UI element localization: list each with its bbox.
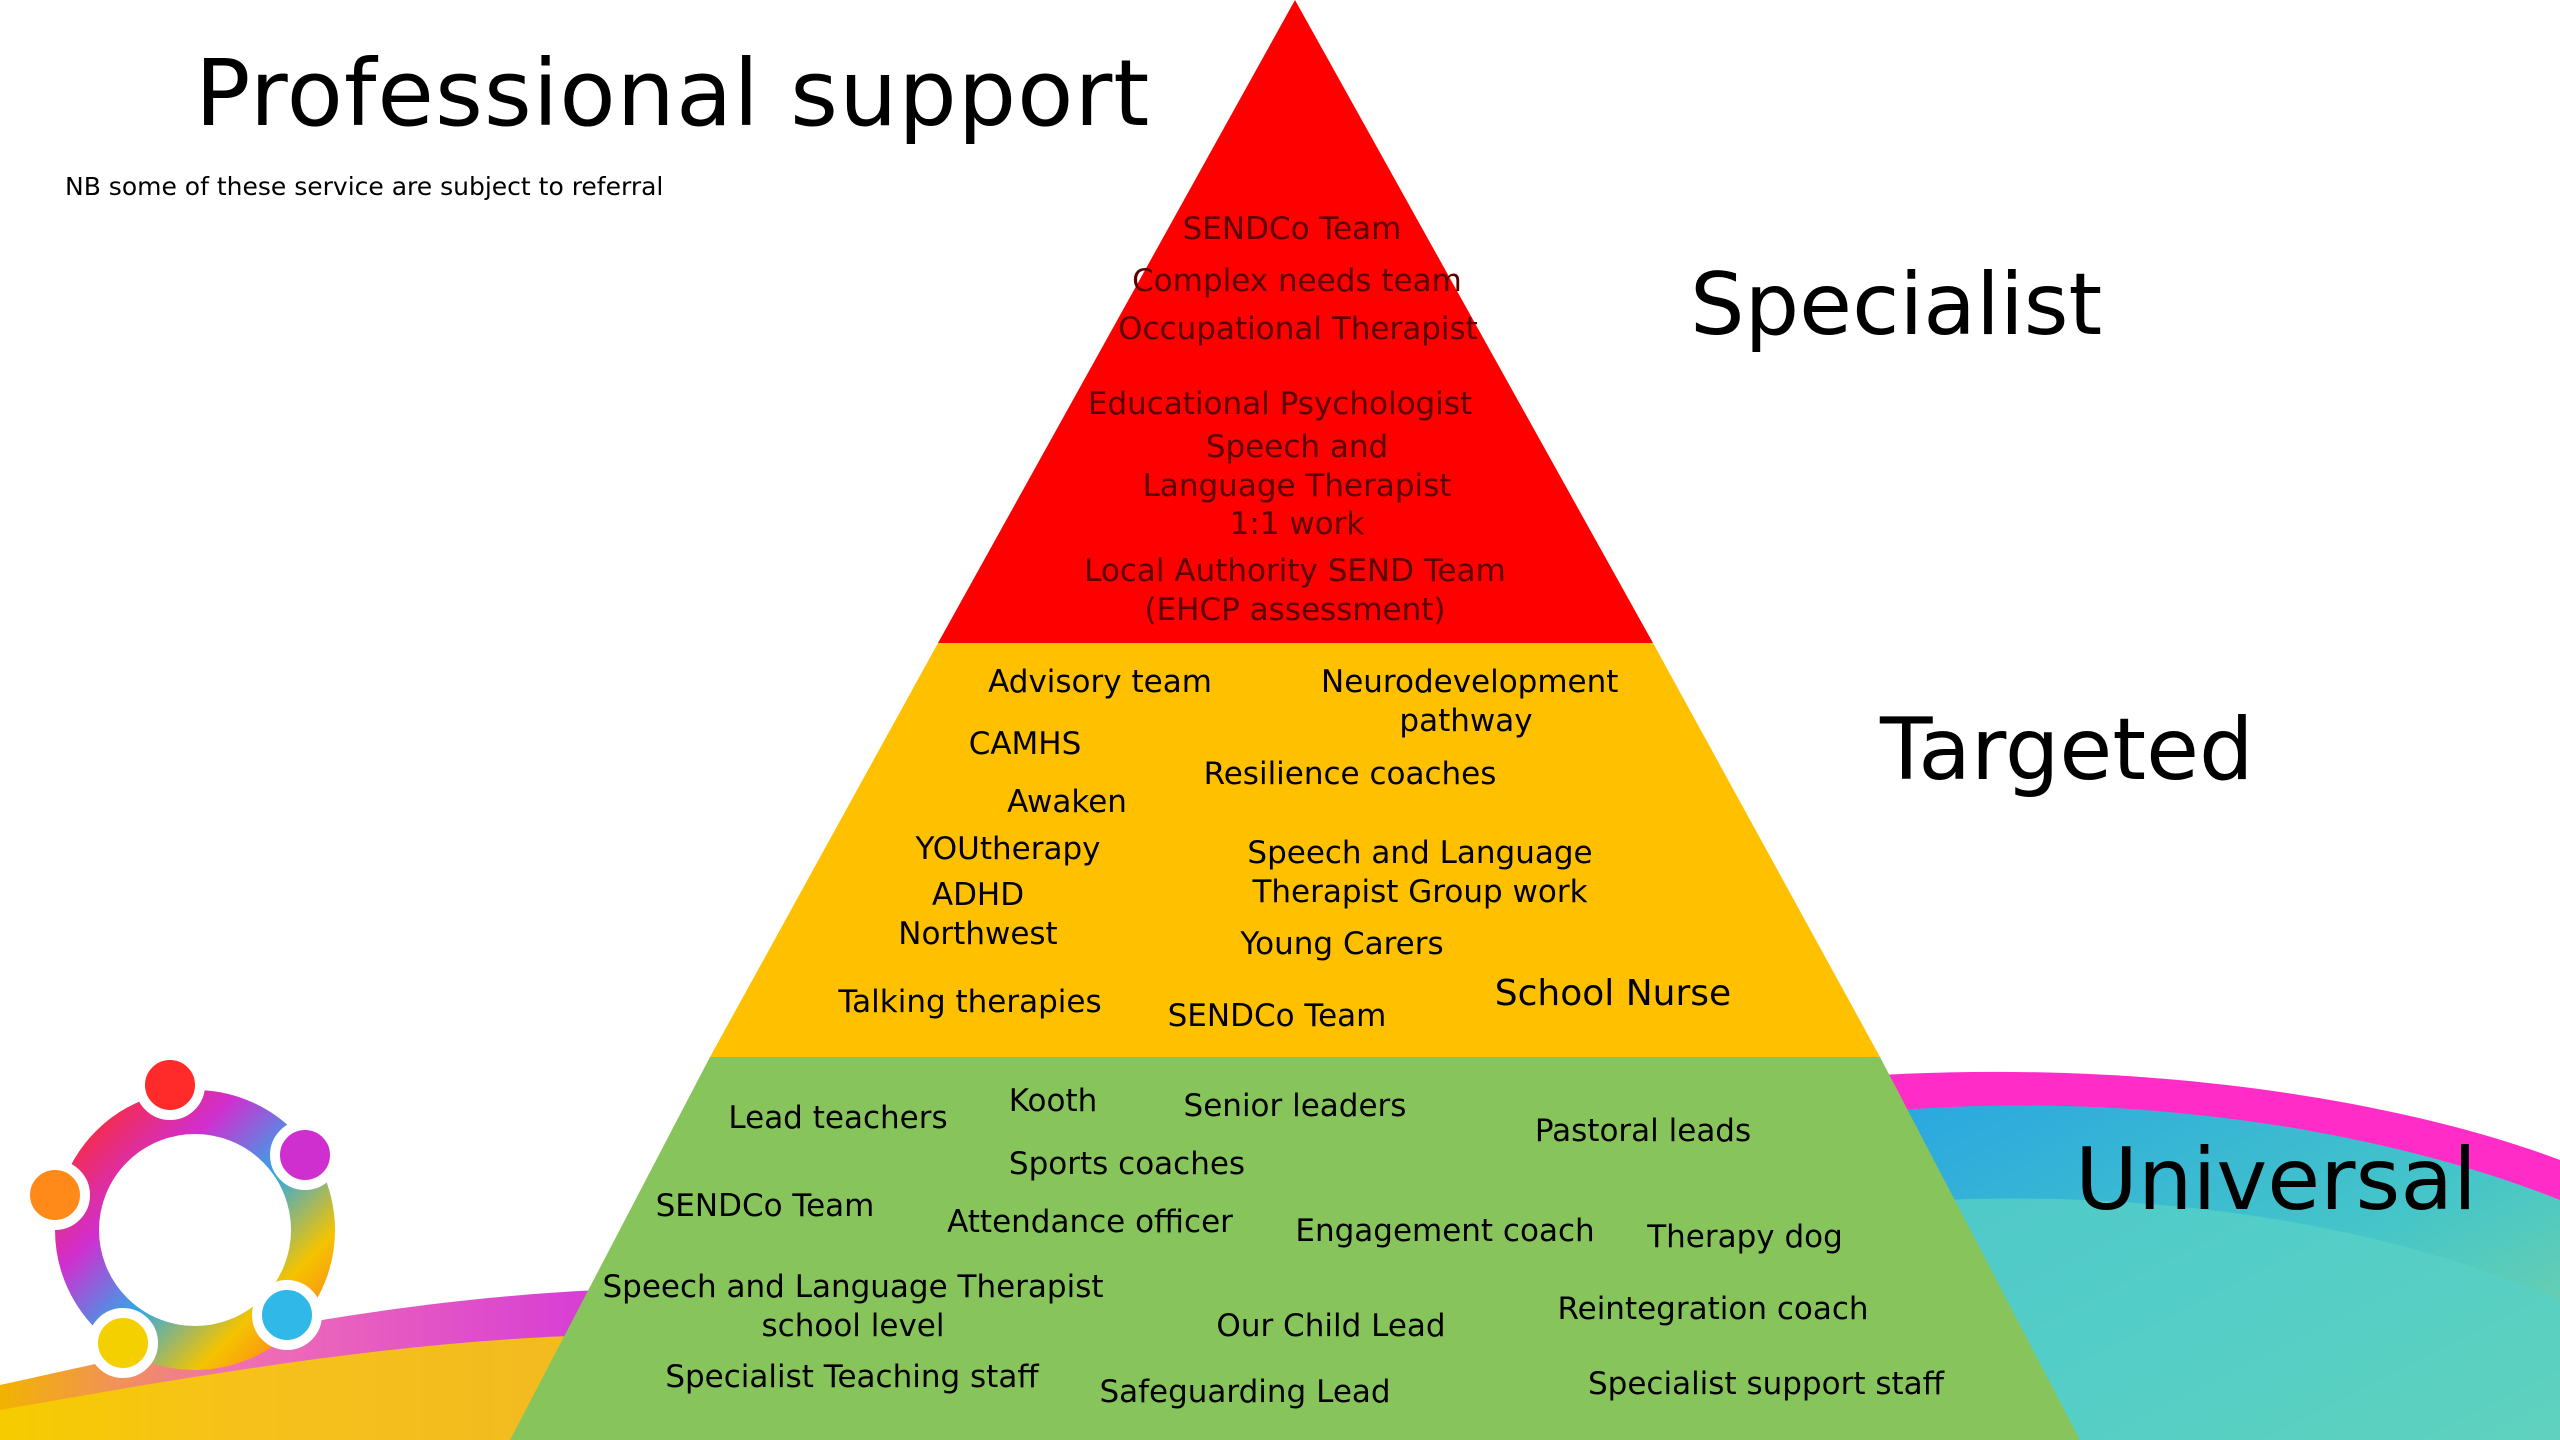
referral-note: NB some of these service are subject to …: [65, 172, 664, 201]
universal-item: Pastoral leads: [1534, 1113, 1752, 1149]
specialist-item: Complex needs team: [1132, 263, 1462, 299]
targeted-item: Young Carers: [1240, 926, 1444, 962]
targeted-item: CAMHS: [968, 726, 1082, 762]
universal-item: Senior leaders: [1183, 1088, 1407, 1124]
five-people-circle-logo: [20, 1050, 340, 1378]
universal-item: Specialist Teaching staff: [665, 1359, 1039, 1395]
universal-item: Reintegration coach: [1557, 1291, 1869, 1327]
universal-item: Specialist support staff: [1587, 1366, 1945, 1402]
specialist-item: Speech and Language Therapist: [1142, 429, 1452, 504]
universal-item: Sports coaches: [1008, 1146, 1246, 1182]
universal-item: Therapy dog: [1647, 1219, 1843, 1255]
tier-universal-band: [510, 1057, 2080, 1440]
specialist-item: Local Authority SEND Team (EHCP assessme…: [1084, 553, 1506, 628]
targeted-item: Awaken: [1007, 784, 1127, 820]
universal-item: Kooth: [1008, 1083, 1098, 1119]
page-title: Professional support: [195, 40, 1151, 147]
specialist-item: Occupational Therapist: [1118, 311, 1478, 347]
targeted-item: Resilience coaches: [1203, 756, 1497, 792]
targeted-item: Neurodevelopment pathway: [1321, 664, 1619, 739]
tier-label-specialist: Specialist: [1690, 255, 2103, 355]
targeted-item: Speech and Language Therapist Group work: [1247, 835, 1593, 910]
specialist-item: Educational Psychologist: [1087, 386, 1473, 422]
tier-specialist-band: [938, 0, 1653, 643]
tier-label-universal: Universal: [2075, 1130, 2477, 1230]
targeted-item: YOUtherapy: [915, 831, 1101, 867]
targeted-item: SENDCo Team: [1167, 998, 1387, 1034]
universal-item: Engagement coach: [1295, 1213, 1595, 1249]
universal-item: Our Child Lead: [1216, 1308, 1446, 1344]
targeted-item: Talking therapies: [838, 984, 1102, 1020]
specialist-item: 1:1 work: [1229, 506, 1365, 542]
universal-item: Safeguarding Lead: [1099, 1374, 1391, 1410]
targeted-item: Advisory team: [988, 664, 1212, 700]
universal-item: Lead teachers: [728, 1100, 948, 1136]
targeted-item: School Nurse: [1494, 973, 1732, 1014]
tier-targeted-band: [710, 643, 1880, 1057]
universal-item: Attendance officer: [947, 1204, 1233, 1240]
targeted-item: ADHD Northwest: [898, 877, 1058, 952]
universal-item: SENDCo Team: [655, 1188, 875, 1224]
specialist-item: SENDCo Team: [1182, 211, 1402, 247]
tier-label-targeted: Targeted: [1880, 700, 2254, 800]
universal-item: Speech and Language Therapist school lev…: [602, 1269, 1104, 1344]
